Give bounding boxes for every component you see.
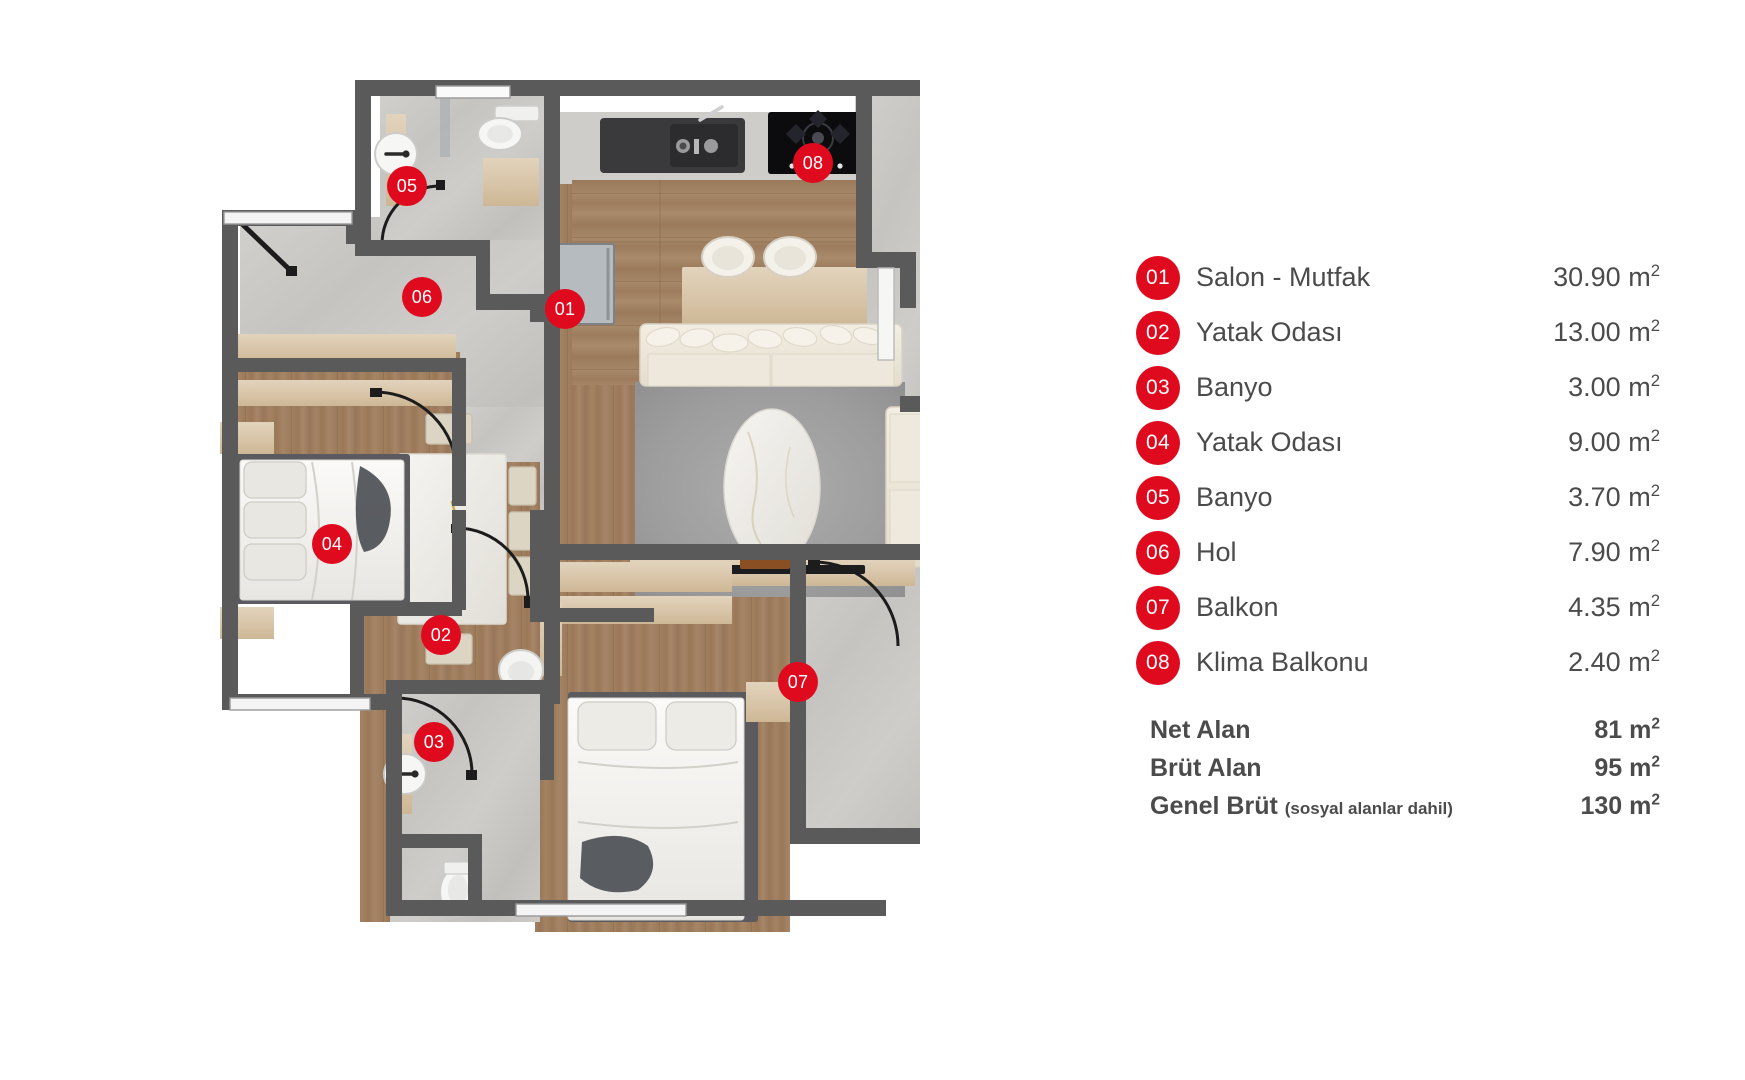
legend-row[interactable]: 03 Banyo 3.00 m2 — [1040, 360, 1660, 415]
summary-unit-net-alan: 2 — [1651, 715, 1660, 733]
legend-label-06: Hol — [1196, 537, 1237, 567]
legend-label-01: Salon - Mutfak — [1196, 262, 1371, 292]
legend-row[interactable]: 01 Salon - Mutfak 30.90 m2 — [1040, 250, 1660, 305]
summary-area-net-alan: 81 m — [1594, 716, 1652, 744]
legend-area-05: 3.70 m — [1568, 482, 1651, 512]
legend-value-06: 7.90 m2 — [1360, 532, 1660, 573]
legend-unit-02: 2 — [1650, 316, 1660, 335]
summary-area-genel-brut: 130 m — [1580, 792, 1652, 820]
coffee-table — [723, 408, 821, 566]
bed-throw-02 — [580, 835, 654, 893]
floor-plan: 01 02 03 04 05 06 07 08 — [200, 62, 920, 942]
plan-marker-03[interactable]: 03 — [414, 722, 454, 762]
legend-badge-02: 02 — [1136, 311, 1180, 355]
summary-row-brut-alan: Brüt Alan 95 m2 — [1040, 750, 1660, 788]
summary-label-brut-alan: Brüt Alan — [1150, 754, 1262, 782]
wardrobe-04 — [230, 334, 456, 362]
floor-plan-svg — [220, 80, 920, 932]
legend-label-05: Banyo — [1196, 482, 1273, 512]
summary-unit-brut-alan: 2 — [1651, 753, 1660, 771]
summary-value-brut-alan: 95 m2 — [1360, 750, 1660, 786]
legend-badge-01: 01 — [1136, 256, 1180, 300]
legend-label-03: Banyo — [1196, 372, 1273, 402]
legend-badge-05: 05 — [1136, 476, 1180, 520]
summary-row-net-alan: Net Alan 81 m2 — [1040, 712, 1660, 750]
room-legend: 01 Salon - Mutfak 30.90 m2 02 Yatak Odas… — [1040, 250, 1660, 690]
legend-value-08: 2.40 m2 — [1360, 642, 1660, 683]
wardrobe-02 — [552, 562, 732, 592]
legend-unit-05: 2 — [1650, 481, 1660, 500]
legend-row[interactable]: 02 Yatak Odası 13.00 m2 — [1040, 305, 1660, 360]
legend-label-07: Balkon — [1196, 592, 1279, 622]
legend-unit-01: 2 — [1650, 261, 1660, 280]
legend-area-07: 4.35 m — [1568, 592, 1651, 622]
legend-value-01: 30.90 m2 — [1360, 257, 1660, 298]
legend-row[interactable]: 04 Yatak Odası 9.00 m2 — [1040, 415, 1660, 470]
legend-row[interactable]: 08 Klima Balkonu 2.40 m2 — [1040, 635, 1660, 690]
legend-value-02: 13.00 m2 — [1360, 312, 1660, 353]
legend-row[interactable]: 05 Banyo 3.70 m2 — [1040, 470, 1660, 525]
living-room-furniture — [630, 323, 920, 597]
windows — [223, 85, 895, 917]
legend-value-03: 3.00 m2 — [1360, 367, 1660, 408]
bathroom05-fixtures — [374, 92, 540, 252]
legend-value-07: 4.35 m2 — [1360, 587, 1660, 628]
legend-unit-06: 2 — [1650, 536, 1660, 555]
room-balkon07-floor — [790, 552, 920, 842]
summary-area-brut-alan: 95 m — [1594, 754, 1652, 782]
summary-label-net-alan: Net Alan — [1150, 716, 1251, 744]
bed-throw-04 — [355, 466, 391, 552]
plan-marker-08[interactable]: 08 — [793, 143, 833, 183]
legend-value-04: 9.00 m2 — [1360, 422, 1660, 463]
legend-badge-03: 03 — [1136, 366, 1180, 410]
legend-unit-04: 2 — [1650, 426, 1660, 445]
summary-label-text-genel-brut: Genel Brüt — [1150, 792, 1278, 820]
legend-area-02: 13.00 m — [1553, 317, 1651, 347]
summary-note-genel-brut: (sosyal alanlar dahil) — [1284, 799, 1453, 818]
legend-label-08: Klima Balkonu — [1196, 647, 1369, 677]
legend-area-06: 7.90 m — [1568, 537, 1651, 567]
legend-unit-03: 2 — [1650, 371, 1660, 390]
summary-value-genel-brut: 130 m2 — [1360, 788, 1660, 824]
legend-value-05: 3.70 m2 — [1360, 477, 1660, 518]
legend-badge-08: 08 — [1136, 641, 1180, 685]
summary-value-net-alan: 81 m2 — [1360, 712, 1660, 748]
plan-marker-07[interactable]: 07 — [778, 662, 818, 702]
plan-marker-04[interactable]: 04 — [312, 524, 352, 564]
legend-badge-07: 07 — [1136, 586, 1180, 630]
plan-marker-01[interactable]: 01 — [545, 289, 585, 329]
legend-area-03: 3.00 m — [1568, 372, 1651, 402]
legend-area-01: 30.90 m — [1553, 262, 1651, 292]
plan-marker-02[interactable]: 02 — [421, 615, 461, 655]
summary-row-genel-brut: Genel Brüt (sosyal alanlar dahil) 130 m2 — [1040, 788, 1660, 826]
legend-badge-04: 04 — [1136, 421, 1180, 465]
legend-area-04: 9.00 m — [1568, 427, 1651, 457]
legend-row[interactable]: 06 Hol 7.90 m2 — [1040, 525, 1660, 580]
legend-label-04: Yatak Odası — [1196, 427, 1343, 457]
legend-unit-07: 2 — [1650, 591, 1660, 610]
legend-row[interactable]: 07 Balkon 4.35 m2 — [1040, 580, 1660, 635]
legend-unit-08: 2 — [1650, 646, 1660, 665]
legend-badge-06: 06 — [1136, 531, 1180, 575]
summary-unit-genel-brut: 2 — [1651, 791, 1660, 809]
legend-area-08: 2.40 m — [1568, 647, 1651, 677]
kitchen-island — [682, 267, 867, 325]
summary-label-genel-brut: Genel Brüt (sosyal alanlar dahil) — [1150, 788, 1453, 827]
plan-marker-06[interactable]: 06 — [402, 277, 442, 317]
plan-marker-05[interactable]: 05 — [387, 166, 427, 206]
legend-label-02: Yatak Odası — [1196, 317, 1343, 347]
bedroom02-furniture — [498, 562, 792, 922]
area-summary: Net Alan 81 m2 Brüt Alan 95 m2 Genel Brü… — [1040, 712, 1660, 826]
